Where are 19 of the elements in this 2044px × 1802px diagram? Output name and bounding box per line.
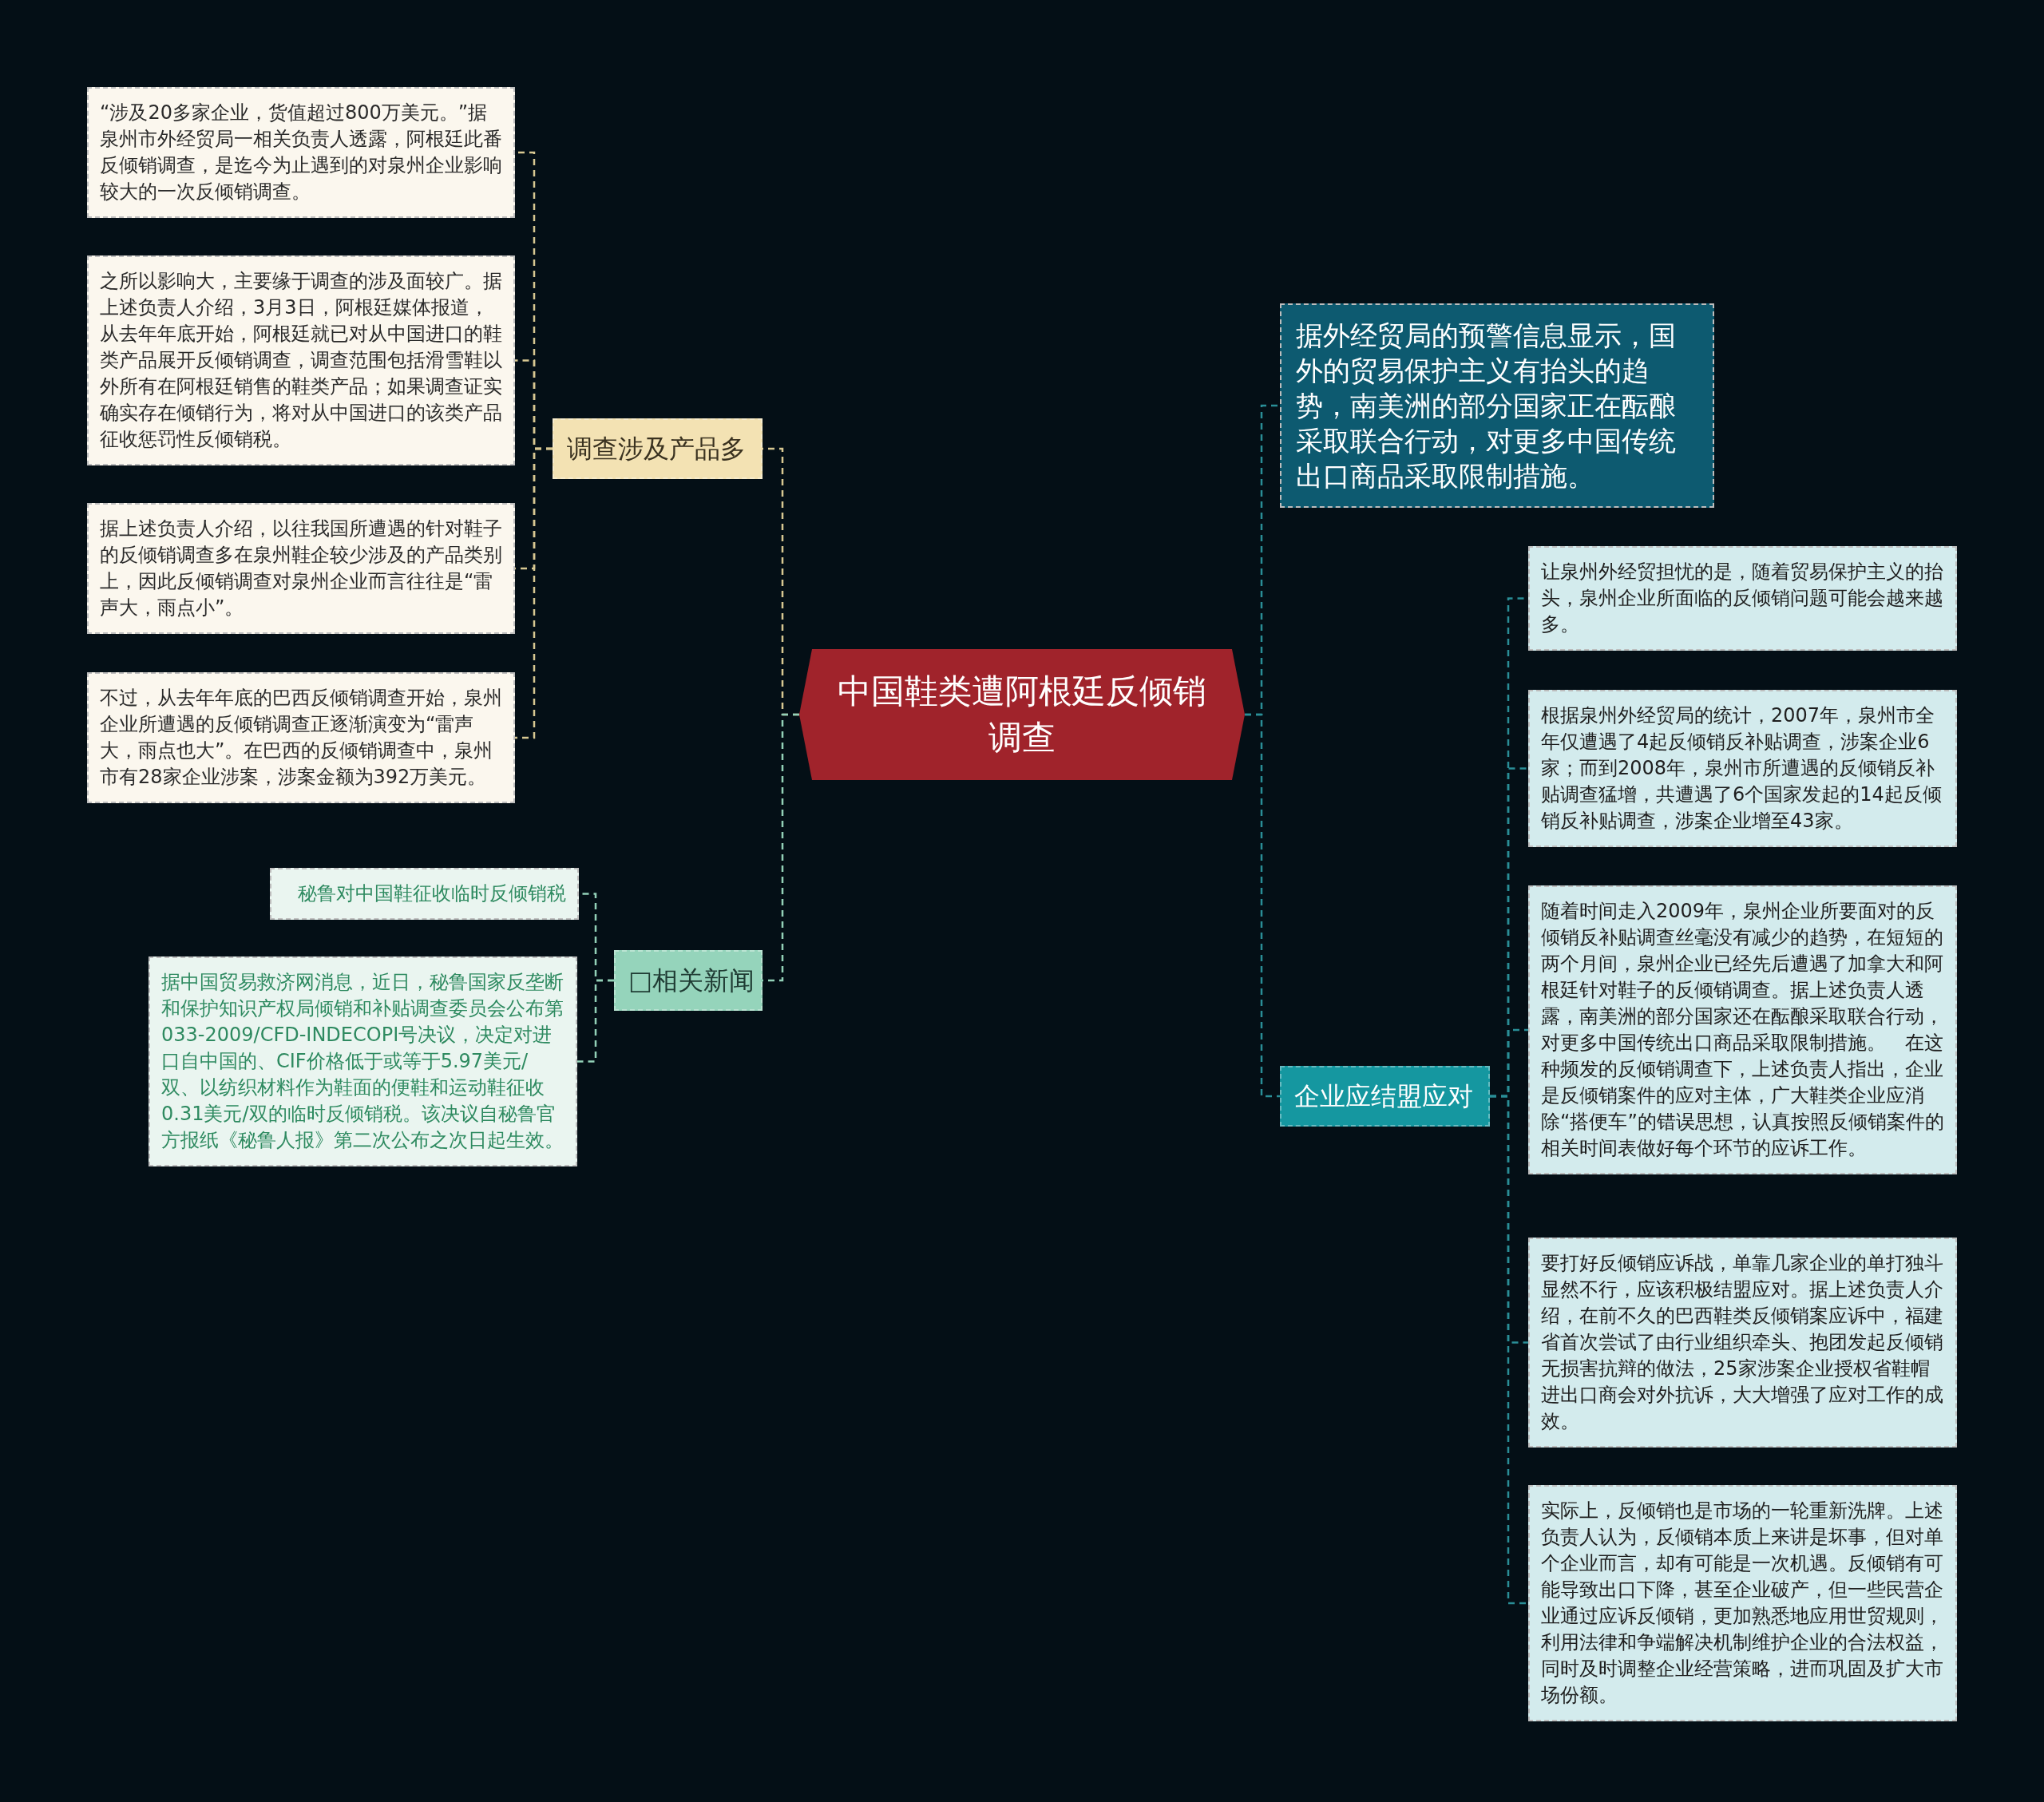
topic-box: 调查涉及产品多: [553, 418, 763, 479]
note-box: 随着时间走入2009年，泉州企业所要面对的反倾销反补贴调查丝毫没有减少的趋势，在短短的两个月间，泉州企业已经先后遭遇了加拿大和阿根廷针对鞋子的反倾销调查。据上述负责人透露，南美洲的部分国家还在酝酿采取联合行动，对更多中国传统出口商品采取限制措施。 在这种频发的反倾销调查下，上述负责人指出，企业是反倾销案件的应对主体，广大鞋类企业应消除“搭便车”的错误思想，认真按照反倾销案件的相关时间表做好每个环节的应诉工作。: [1528, 885, 1957, 1174]
note-box: 据中国贸易救济网消息，近日，秘鲁国家反垄断和保护知识产权局倾销和补贴调查委员会公布第033-2009/CFD-INDECOPI号决议，决定对进口自中国的、CIF价格低于或等于5.97美元/双、以纺织材料作为鞋面的便鞋和运动鞋征收0.31美元/双的临时反倾销税。该决议自秘鲁官方报纸《秘鲁人报》第二次公布之次日起生效。: [149, 956, 577, 1166]
note-box: 之所以影响大，主要缘于调查的涉及面较广。据上述负责人介绍，3月3日，阿根廷媒体报道，从去年年底开始，阿根廷就已对从中国进口的鞋类产品展开反倾销调查，调查范围包括滑雪鞋以外所有在阿根廷销售的鞋类产品；如果调查证实确实存在倾销行为，将对从中国进口的该类产品征收惩罚性反倾销税。: [87, 255, 515, 465]
note-box: 让泉州外经贸担忧的是，随着贸易保护主义的抬头，泉州企业所面临的反倾销问题可能会越来越多。: [1528, 546, 1957, 651]
connector: [577, 979, 614, 1063]
connector: [1490, 1095, 1528, 1605]
note-box: 据上述负责人介绍，以往我国所遭遇的针对鞋子的反倾销调查多在泉州鞋企较少涉及的产品类别上，因此反倾销调查对泉州企业而言往往是“雷声大，雨点小”。: [87, 503, 515, 634]
note-box: “涉及20多家企业，货值超过800万美元。”据泉州市外经贸局一相关负责人透露，阿根廷此番反倾销调查，是迄今为止遇到的对泉州企业影响较大的一次反倾销调查。: [87, 87, 515, 218]
topic-box: 据外经贸局的预警信息显示，国外的贸易保护主义有抬头的趋势，南美洲的部分国家正在酝酿采取联合行动，对更多中国传统出口商品采取限制措施。: [1280, 303, 1714, 508]
topic-box: 企业应结盟应对: [1280, 1066, 1490, 1127]
note-box: 根据泉州外经贸局的统计，2007年，泉州市全年仅遭遇了4起反倾销反补贴调查，涉案企业6家；而到2008年，泉州市所遭遇的反倾销反补贴调查猛增，共遭遇了6个国家发起的14起反倾销反补贴调查，涉案企业增至43家。: [1528, 690, 1957, 847]
topic-box: □相关新闻: [614, 950, 763, 1011]
note-box: 实际上，反倾销也是市场的一轮重新洗牌。上述负责人认为，反倾销本质上来讲是坏事，但对单个企业而言，却有可能是一次机遇。反倾销有可能导致出口下降，甚至企业破产，但一些民营企业通过应诉反倾销，更加熟悉地应用世贸规则，利用法律和争端解决机制维护企业的合法权益，同时及时调整企业经营策略，进而巩固及扩大市场份额。: [1528, 1485, 1957, 1721]
connector: [515, 447, 553, 739]
note-box: 不过，从去年年底的巴西反倾销调查开始，泉州企业所遭遇的反倾销调查正逐渐演变为“雷声大，雨点也大”。在巴西的反倾销调查中，泉州市有28家企业涉案，涉案金额为392万美元。: [87, 672, 515, 803]
note-box: 要打好反倾销应诉战，单靠几家企业的单打独斗显然不行，应该积极结盟应对。据上述负责人介绍，在前不久的巴西鞋类反倾销案应诉中，福建省首次尝试了由行业组织牵头、抱团发起反倾销无损害抗辩的做法，25家涉案企业授权省鞋帽进出口商会对外抗诉，大大增强了应对工作的成效。: [1528, 1238, 1957, 1448]
connector: [1245, 713, 1280, 1098]
note-box: 秘鲁对中国鞋征收临时反倾销税: [270, 868, 579, 920]
